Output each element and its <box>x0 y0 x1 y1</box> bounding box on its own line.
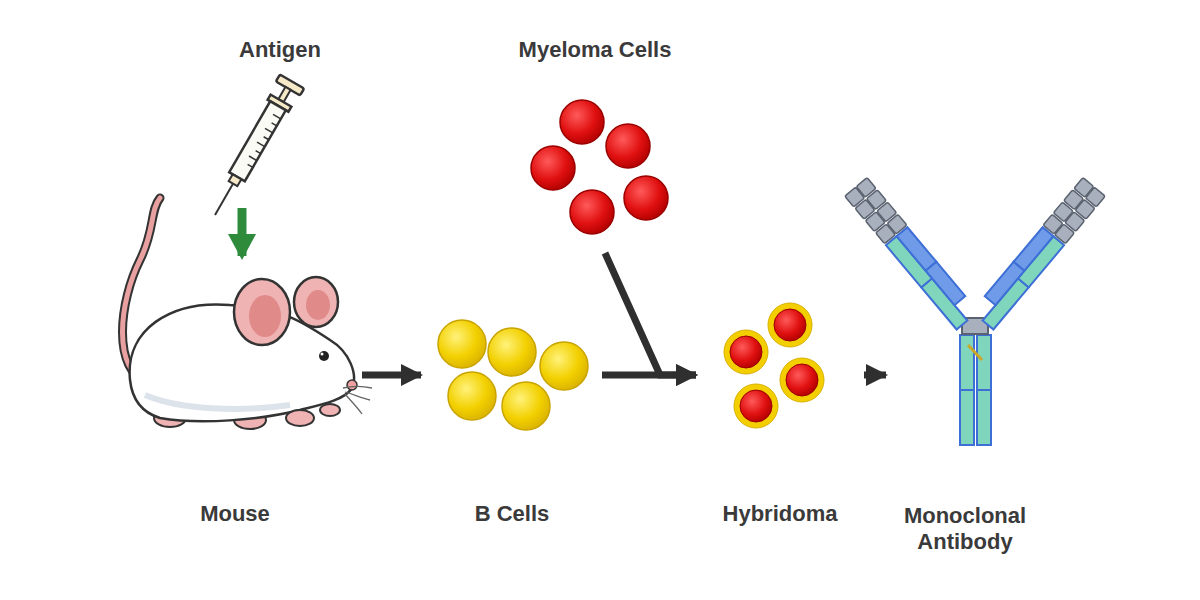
node-label: Monoclonal Antibody <box>890 503 1040 555</box>
flow-arrow <box>362 372 421 379</box>
myeloma-cells <box>531 100 668 234</box>
diagram-node: B Cells <box>425 310 600 535</box>
flow-arrow <box>238 208 247 256</box>
diagram-node: Hybridoma <box>700 295 862 535</box>
flow-arrow <box>605 253 696 375</box>
diagram-node: Myeloma Cells <box>490 35 700 245</box>
node-label: Hybridoma <box>700 501 860 527</box>
node-label: B Cells <box>432 501 592 527</box>
diagram-node: Mouse <box>110 262 360 537</box>
antibody <box>845 178 1105 445</box>
diagram-node: Monoclonal Antibody <box>890 225 1080 557</box>
syringe <box>203 75 304 222</box>
diagram-node: Antigen <box>200 35 360 205</box>
b-cells <box>438 320 588 430</box>
mouse <box>123 198 373 429</box>
node-label: Myeloma Cells <box>495 37 695 63</box>
node-label: Antigen <box>205 37 355 63</box>
flow-arrow <box>864 372 886 379</box>
node-label: Mouse <box>135 501 335 527</box>
hybridoma-cells <box>724 303 824 428</box>
